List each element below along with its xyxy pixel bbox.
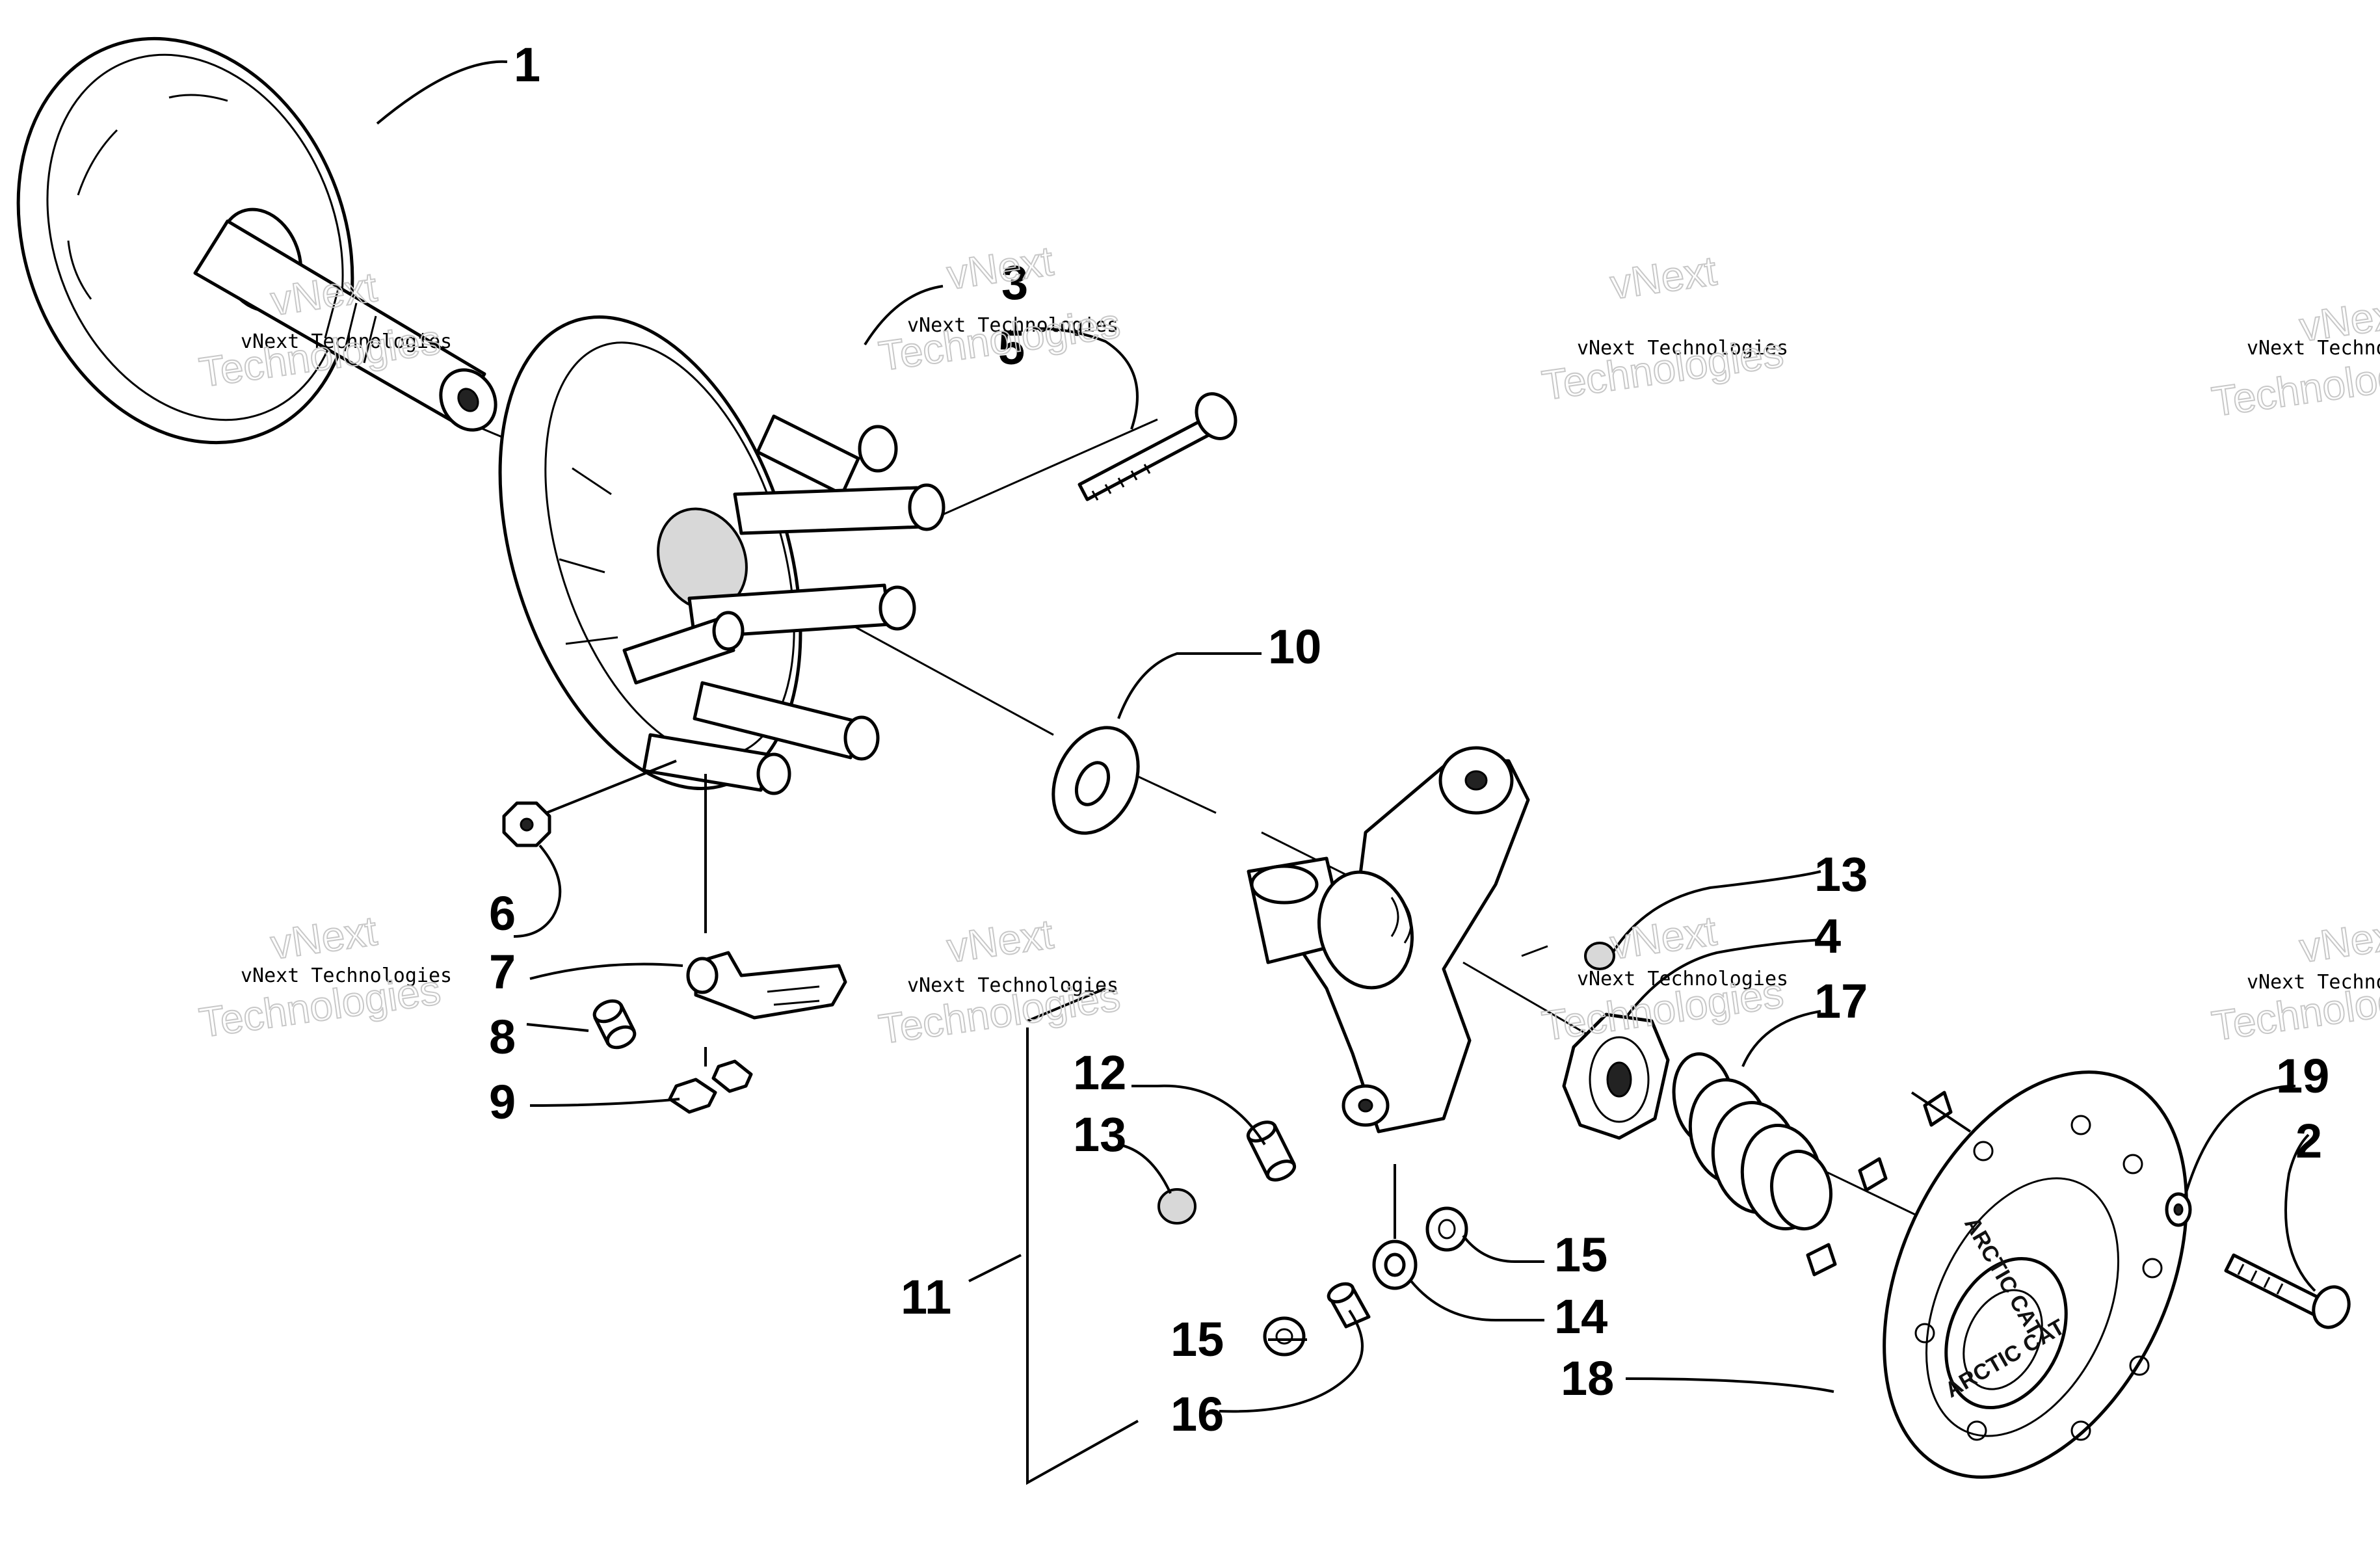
label-12: 12	[1073, 1046, 1126, 1100]
leader-lines	[376, 60, 2316, 1485]
part-numbers: 1 3 5 10 6 7 8 9 11 12 13 13 4 17 15 14 …	[489, 38, 2329, 1441]
bushing-16	[1327, 1282, 1371, 1329]
cap-13-upper	[1584, 942, 1615, 970]
watermark-small: vNext Technologies	[1577, 337, 1788, 360]
label-13-lower: 13	[1073, 1107, 1126, 1161]
watermark-small: vNext Technologies	[2247, 971, 2380, 994]
watermark-brand: vNext	[1607, 907, 1719, 968]
label-5: 5	[998, 321, 1025, 375]
watermark-7: vNext vNext Technologies Technologies	[1539, 907, 1788, 1050]
label-18: 18	[1561, 1351, 1614, 1405]
watermark-brand: vNext	[2297, 910, 2380, 972]
label-11: 11	[901, 1270, 951, 1324]
label-4: 4	[1814, 909, 1841, 963]
spider-assembly	[498, 315, 945, 795]
roller-arm-assembly	[1247, 746, 1530, 1133]
bushing-8	[592, 999, 637, 1050]
watermark-small: vNext Technologies	[907, 974, 1118, 997]
watermark-small: vNext Technologies	[241, 330, 452, 353]
watermark-3: vNext vNext Technologies Technologies	[1539, 246, 1788, 410]
watermark-small: vNext Technologies	[907, 314, 1118, 337]
label-16: 16	[1170, 1387, 1224, 1441]
bolt-5	[1078, 392, 1237, 501]
label-1: 1	[514, 38, 540, 92]
label-6: 6	[489, 886, 516, 940]
label-15-left: 15	[1170, 1312, 1224, 1366]
watermark-brand: vNext	[944, 237, 1056, 298]
fixed-sheave	[16, 36, 497, 445]
weight-arm-7	[686, 951, 847, 1020]
watermark-8: vNext vNext Technologies Technologies	[2208, 910, 2380, 1050]
nut-6	[502, 801, 551, 847]
label-15-right: 15	[1554, 1228, 1607, 1282]
spring-17	[1672, 1052, 1833, 1231]
watermark-6: vNext vNext Technologies Technologies	[875, 910, 1124, 1054]
washer-10	[1051, 726, 1140, 835]
cover-18: ARCTIC CAT ARCTIC CAT	[1806, 1070, 2188, 1479]
label-17: 17	[1814, 974, 1868, 1028]
label-10: 10	[1268, 620, 1321, 674]
label-19: 19	[2276, 1049, 2329, 1103]
roller-14	[1372, 1239, 1418, 1290]
washer-15-left	[1263, 1316, 1306, 1357]
watermark-small: vNext Technologies	[241, 964, 452, 987]
watermark-small: vNext Technologies	[1577, 968, 1788, 990]
label-7: 7	[489, 945, 516, 999]
watermark-small: vNext Technologies	[2247, 337, 2380, 360]
label-14: 14	[1554, 1290, 1607, 1344]
label-2: 2	[2295, 1114, 2322, 1168]
watermark-brand: vNext	[268, 907, 380, 968]
washer-15-right	[1425, 1206, 1468, 1252]
watermark-2: vNext vNext Technologies Technologies	[875, 237, 1124, 380]
label-13-upper: 13	[1814, 847, 1868, 901]
label-3: 3	[1001, 256, 1028, 310]
label-9: 9	[489, 1075, 516, 1129]
label-8: 8	[489, 1010, 516, 1064]
washers-9	[668, 1059, 753, 1114]
cap-13-lower	[1157, 1188, 1197, 1225]
watermark-5: vNext vNext Technologies Technologies	[196, 907, 452, 1047]
watermark-brand: vNext	[1607, 247, 1719, 308]
watermark-brand: vNext	[944, 910, 1056, 972]
watermark-4: vNext vNext Technologies Technologies	[2208, 289, 2380, 426]
bolt-2	[2224, 1253, 2351, 1329]
washer-19	[2165, 1192, 2192, 1227]
nut-4	[1562, 1013, 1670, 1140]
